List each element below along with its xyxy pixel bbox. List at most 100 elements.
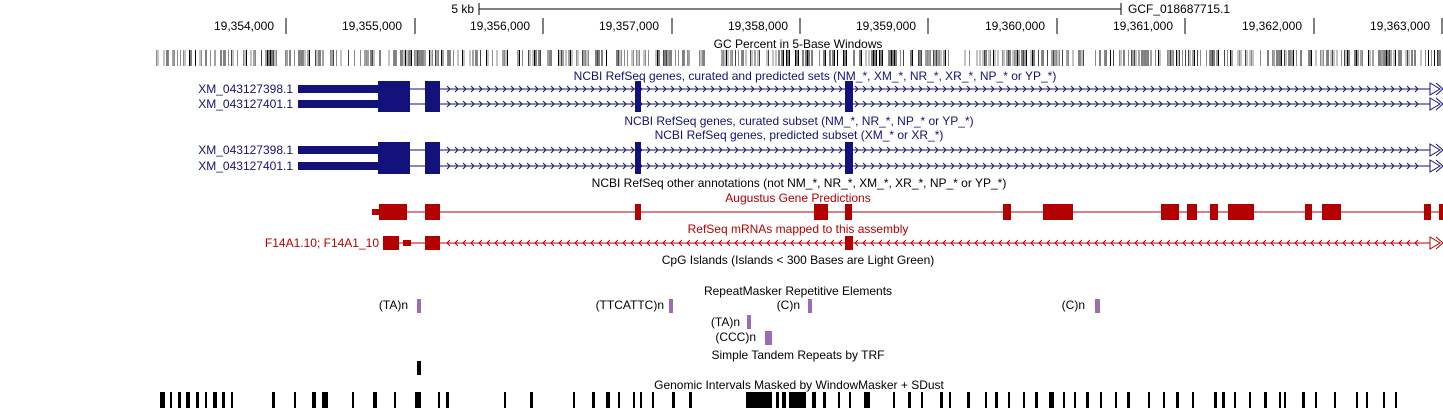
strand-chevron: [678, 100, 683, 108]
strand-chevron: [1190, 162, 1195, 170]
strand-chevron: [1334, 85, 1339, 93]
gc-bar: [421, 50, 423, 66]
strand-chevron: [990, 100, 995, 108]
masked-interval: [1222, 392, 1225, 408]
strand-chevron: [1214, 100, 1219, 108]
gc-bar: [1209, 50, 1210, 66]
gc-bar: [1401, 50, 1402, 66]
gc-bar: [979, 50, 981, 66]
gc-bar: [406, 50, 408, 66]
track-title-refseq-mrna[interactable]: RefSeq mRNAs mapped to this assembly: [687, 222, 909, 236]
strand-chevron: [910, 162, 915, 170]
gc-bar: [1291, 50, 1293, 66]
strand-chevron: [854, 85, 859, 93]
gc-bar: [429, 50, 430, 66]
strand-chevron: [1062, 100, 1067, 108]
track-title-cpg[interactable]: CpG Islands (Islands < 300 Bases are Lig…: [661, 253, 935, 267]
gc-bar: [876, 50, 877, 66]
track-title-refseq-all[interactable]: NCBI RefSeq genes, curated and predicted…: [573, 69, 1057, 83]
strand-chevron: [870, 100, 875, 108]
masked-interval: [776, 392, 779, 408]
gc-bar: [1345, 50, 1347, 66]
track-title-refseq-other[interactable]: NCBI RefSeq other annotations (not NM_*,…: [591, 176, 1007, 190]
mrna-item-label[interactable]: F14A1.10; F14A1_10: [264, 236, 379, 250]
gc-bar: [577, 50, 579, 66]
strand-chevron: [1094, 146, 1099, 154]
gene-item-label[interactable]: XM_043127398.1: [198, 82, 293, 96]
track-title-gc[interactable]: GC Percent in 5-Base Windows: [713, 37, 883, 51]
track-title-refseq-predicted[interactable]: NCBI RefSeq genes, predicted subset (XM_…: [654, 128, 944, 142]
strand-chevron: [622, 239, 627, 247]
gc-bar: [1411, 50, 1413, 66]
strand-chevron: [1294, 239, 1299, 247]
gc-bar: [322, 50, 324, 66]
strand-chevron: [774, 239, 779, 247]
strand-chevron: [774, 146, 779, 154]
strand-chevron: [1198, 85, 1203, 93]
track-title-refseq-curated[interactable]: NCBI RefSeq genes, curated subset (NM_*,…: [624, 114, 974, 128]
gc-bar: [616, 50, 618, 66]
strand-chevron: [614, 239, 619, 247]
gene-item-label[interactable]: XM_043127401.1: [198, 97, 293, 111]
gc-bar: [1381, 50, 1383, 66]
track-title-repeatmasker[interactable]: RepeatMasker Repetitive Elements: [703, 284, 893, 298]
track-title-augustus[interactable]: Augustus Gene Predictions: [725, 191, 871, 205]
strand-chevron: [854, 239, 859, 247]
gc-bar: [945, 50, 946, 66]
strand-chevron: [678, 162, 683, 170]
strand-chevron: [1342, 85, 1347, 93]
gc-bar: [505, 50, 507, 66]
gene-item-label[interactable]: XM_043127398.1: [198, 143, 293, 157]
strand-chevron: [614, 146, 619, 154]
ruler-tick-label: 19,363,000: [1369, 19, 1431, 33]
gc-bar: [214, 50, 216, 66]
strand-chevron: [1142, 146, 1147, 154]
strand-chevron: [1246, 239, 1251, 247]
gc-bar: [669, 50, 670, 66]
track-title-trf[interactable]: Simple Tandem Repeats by TRF: [711, 348, 885, 362]
strand-chevron: [702, 162, 707, 170]
assembly-label: GCF_018687715.1: [1128, 2, 1231, 16]
strand-chevron: [1382, 162, 1387, 170]
strand-chevron: [734, 239, 739, 247]
strand-chevron: [694, 239, 699, 247]
strand-chevron: [1286, 85, 1291, 93]
gc-bar: [1131, 50, 1132, 66]
strand-chevron: [750, 239, 755, 247]
gc-bar: [639, 50, 640, 66]
gc-bar: [1341, 50, 1342, 66]
gc-bar: [781, 50, 783, 66]
strand-chevron: [566, 146, 571, 154]
masked-interval: [893, 392, 895, 408]
gene-item-label[interactable]: XM_043127401.1: [198, 159, 293, 173]
strand-chevron: [1110, 85, 1115, 93]
strand-chevron: [1262, 239, 1267, 247]
exon-block: [425, 204, 440, 220]
repeat-block: [765, 331, 772, 345]
track-title-windowmasker[interactable]: Genomic Intervals Masked by WindowMasker…: [654, 378, 944, 392]
strand-chevron: [958, 100, 963, 108]
strand-chevron: [942, 100, 947, 108]
strand-chevron: [790, 162, 795, 170]
strand-chevron: [1118, 239, 1123, 247]
gc-bar: [1437, 50, 1438, 66]
gc-bar: [432, 50, 433, 66]
strand-chevron: [902, 85, 907, 93]
gc-bar: [1210, 50, 1212, 66]
strand-chevron: [1382, 146, 1387, 154]
gc-bar: [588, 50, 589, 66]
masked-interval: [838, 392, 840, 408]
gc-bar: [1080, 50, 1081, 66]
strand-chevron: [1350, 239, 1355, 247]
strand-chevron: [1094, 100, 1099, 108]
gc-bar: [982, 50, 984, 66]
gc-bar: [678, 50, 679, 66]
gc-bar: [823, 50, 825, 66]
gc-bar: [583, 50, 585, 66]
gc-bar: [271, 50, 273, 66]
ruler-tick-label: 19,357,000: [598, 19, 660, 33]
strand-chevron: [1286, 100, 1291, 108]
gc-bar: [648, 50, 649, 66]
gc-bar: [969, 50, 970, 66]
gc-bar: [255, 50, 256, 66]
